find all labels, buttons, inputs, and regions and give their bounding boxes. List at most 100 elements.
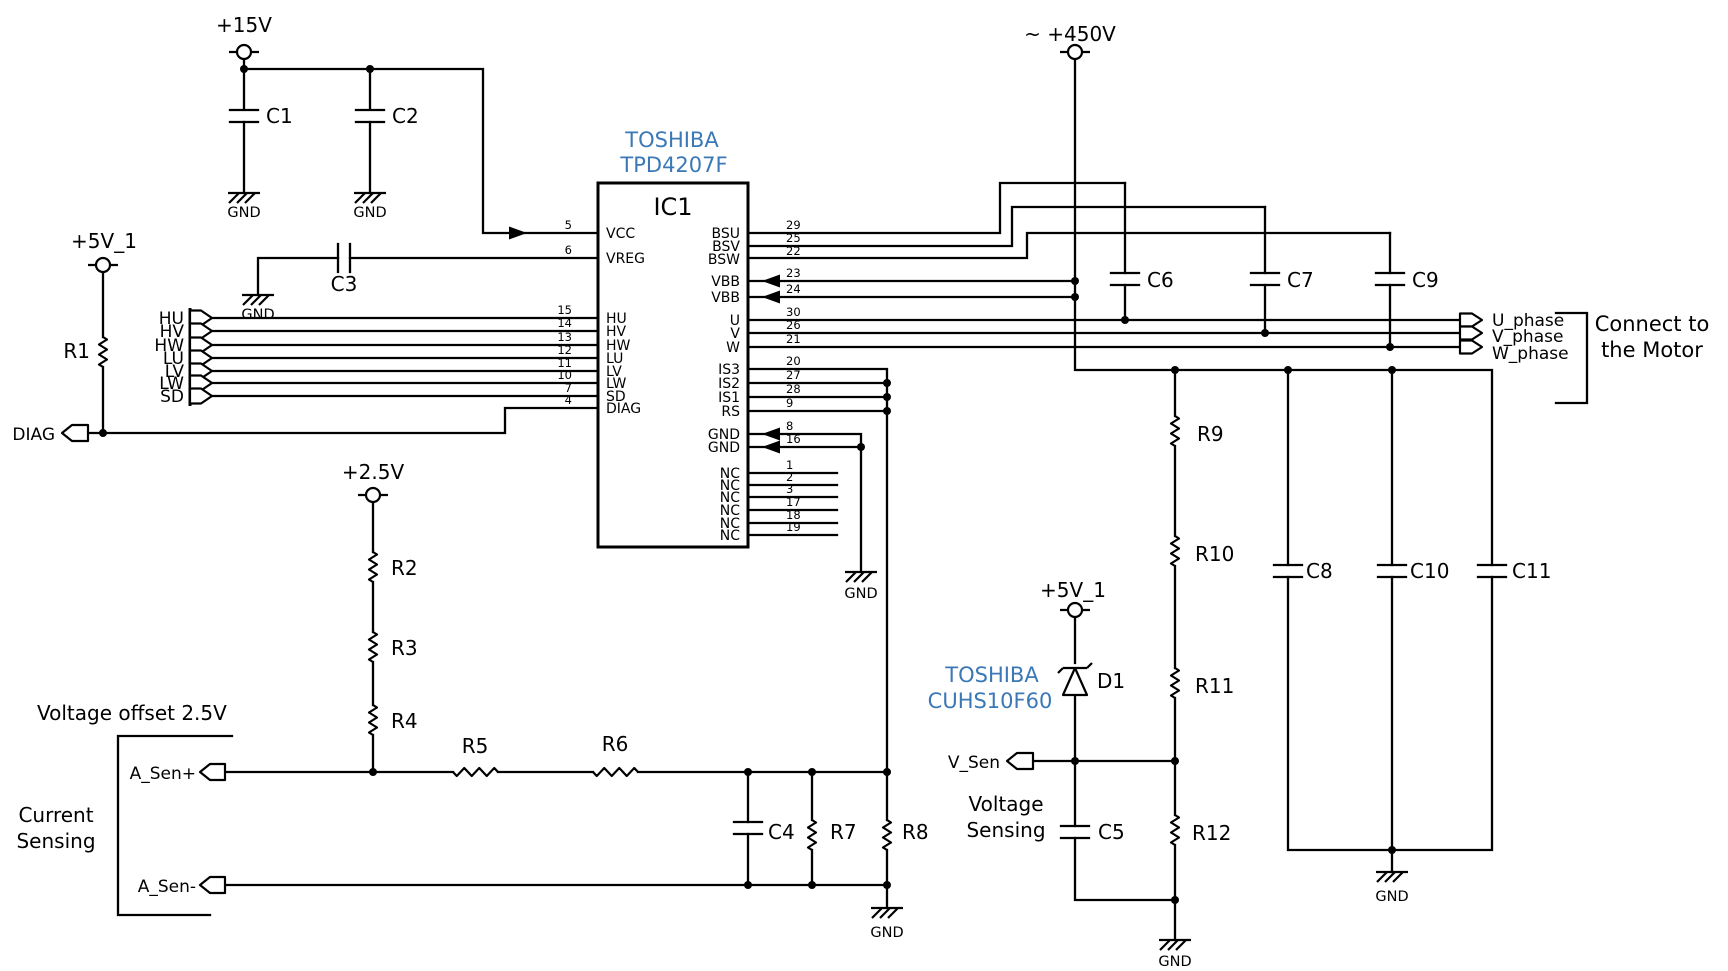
cap-c7 (1249, 271, 1281, 287)
wire-vbb (746, 279, 1077, 299)
pin-num-27: 27 (786, 368, 801, 382)
terminal-2v5 (356, 486, 390, 504)
gnd-label-current-sense: GND (870, 925, 903, 941)
capacitors (228, 108, 1508, 840)
pin-num-11: 11 (557, 356, 572, 370)
resistor-r1 (97, 336, 109, 368)
conn-label-hu: HU (159, 309, 184, 329)
ic1-body (596, 181, 750, 549)
pin-num-25: 25 (786, 231, 801, 245)
label-c1: C1 (266, 104, 293, 128)
connector-symbols (60, 308, 1484, 895)
pin-name-is1: IS1 (718, 390, 740, 406)
label-c7: C7 (1287, 268, 1314, 292)
conn-label-asen-minus: A_Sen- (138, 877, 196, 897)
pin-name-nc2: NC (720, 478, 740, 494)
pin-name-rs: RS (721, 404, 740, 420)
pin-name-hv: HV (606, 324, 627, 340)
label-2v5: +2.5V (342, 460, 405, 484)
conn-label-diag: DIAG (12, 425, 55, 445)
diode-d1-bar (1057, 662, 1093, 674)
conn-label-vsen: V_Sen (948, 753, 1000, 773)
pin-name-vcc: VCC (606, 226, 635, 242)
pin-num-18: 18 (786, 508, 801, 522)
label-r4: R4 (391, 709, 418, 733)
wire-r1-diag (86, 270, 600, 435)
connector-pin-sd (188, 387, 214, 405)
resistor-r5 (452, 766, 499, 778)
annotation-current-sensing-1: Current (18, 803, 93, 827)
resistor-r12 (1169, 814, 1181, 846)
pin-name-vbb2: VBB (711, 290, 740, 306)
pin-name-lw: LW (606, 376, 627, 392)
pin-name-nc3: NC (720, 490, 740, 506)
pin-name-v: V (730, 326, 740, 342)
annotation-connect-motor-2: the Motor (1601, 338, 1703, 362)
arrow-vbb-1 (762, 274, 780, 288)
arrow-gnd-2 (762, 440, 780, 454)
pin-num-26: 26 (786, 318, 801, 332)
label-5v1-left: +5V_1 (71, 229, 137, 253)
pin-num-9: 9 (786, 396, 793, 410)
current-sensing-bracket (116, 734, 234, 917)
pin-num-29: 29 (786, 218, 801, 232)
wire-is-rs (746, 367, 889, 774)
gnd-symbol-c3 (240, 293, 276, 307)
annotation-voltage-offset: Voltage offset 2.5V (37, 701, 227, 725)
pin-name-gnd16: GND (708, 440, 740, 456)
label-c3: C3 (331, 272, 358, 296)
pin-name-bsv: BSV (712, 239, 740, 255)
pin-name-diag: DIAG (606, 401, 641, 417)
resistor-r8 (881, 819, 893, 851)
pin-name-nc18: NC (720, 516, 740, 532)
pin-name-lv: LV (606, 364, 622, 380)
conn-label-wphase: W_phase (1492, 344, 1569, 364)
connector-pin-uphase (1458, 312, 1484, 328)
connector-pin-vsen (1005, 751, 1035, 771)
pin-num-20: 20 (786, 354, 801, 368)
wire-uvw-phases (746, 318, 1462, 349)
ic1-brand: TOSHIBA (624, 128, 719, 152)
pin-num-17: 17 (786, 495, 801, 509)
label-c9: C9 (1412, 268, 1439, 292)
resistor-r2 (367, 551, 379, 583)
terminal-5v1-right (1058, 601, 1092, 619)
pin-num-6: 6 (565, 243, 572, 257)
wire-bootstrap (746, 181, 1392, 260)
conn-label-sd: SD (160, 387, 184, 407)
arrow-vbb-2 (762, 290, 780, 304)
wire-asen-minus (223, 883, 889, 910)
cap-c4 (732, 820, 764, 836)
cap-c6 (1109, 271, 1141, 287)
ic1-left-pin-names: VCC VREG HU HV HW LU LV LW SD DIAG (606, 226, 645, 417)
terminal-15v (227, 43, 261, 61)
wire-c4-r7-r8 (746, 770, 889, 887)
conn-label-hw: HW (154, 336, 184, 356)
pin-num-14: 14 (557, 316, 572, 330)
diode-d1-triangle (1061, 666, 1089, 697)
gnd-label-c2: GND (353, 205, 386, 221)
pin-num-12: 12 (557, 343, 572, 357)
label-d1: D1 (1097, 669, 1125, 693)
label-r7: R7 (830, 820, 857, 844)
terminal-450v (1058, 43, 1092, 61)
cap-c5 (1059, 824, 1091, 840)
annotation-current-sensing-2: Sensing (16, 829, 95, 853)
pin-num-2: 2 (786, 470, 793, 484)
cap-c1 (228, 108, 260, 124)
ic1-ref: IC1 (653, 193, 692, 221)
gnd-symbol-c2 (352, 191, 388, 205)
label-5v1-right: +5V_1 (1040, 578, 1106, 602)
gnd-symbol-current-sense (869, 906, 905, 920)
pin-name-lu: LU (606, 351, 623, 367)
cap-c3 (336, 242, 352, 274)
pin-num-21: 21 (786, 332, 801, 346)
pin-num-5: 5 (565, 218, 572, 232)
pin-name-is2: IS2 (718, 376, 740, 392)
ic1-right-pin-numbers: 29 25 22 23 24 30 26 21 20 27 28 9 8 16 … (786, 218, 801, 534)
gnd-label-divider: GND (1158, 954, 1191, 970)
pin-num-16: 16 (786, 432, 801, 446)
conn-label-hv: HV (160, 322, 185, 342)
pin-name-sd: SD (606, 389, 626, 405)
annotation-voltage-sensing-2: Sensing (966, 818, 1045, 842)
